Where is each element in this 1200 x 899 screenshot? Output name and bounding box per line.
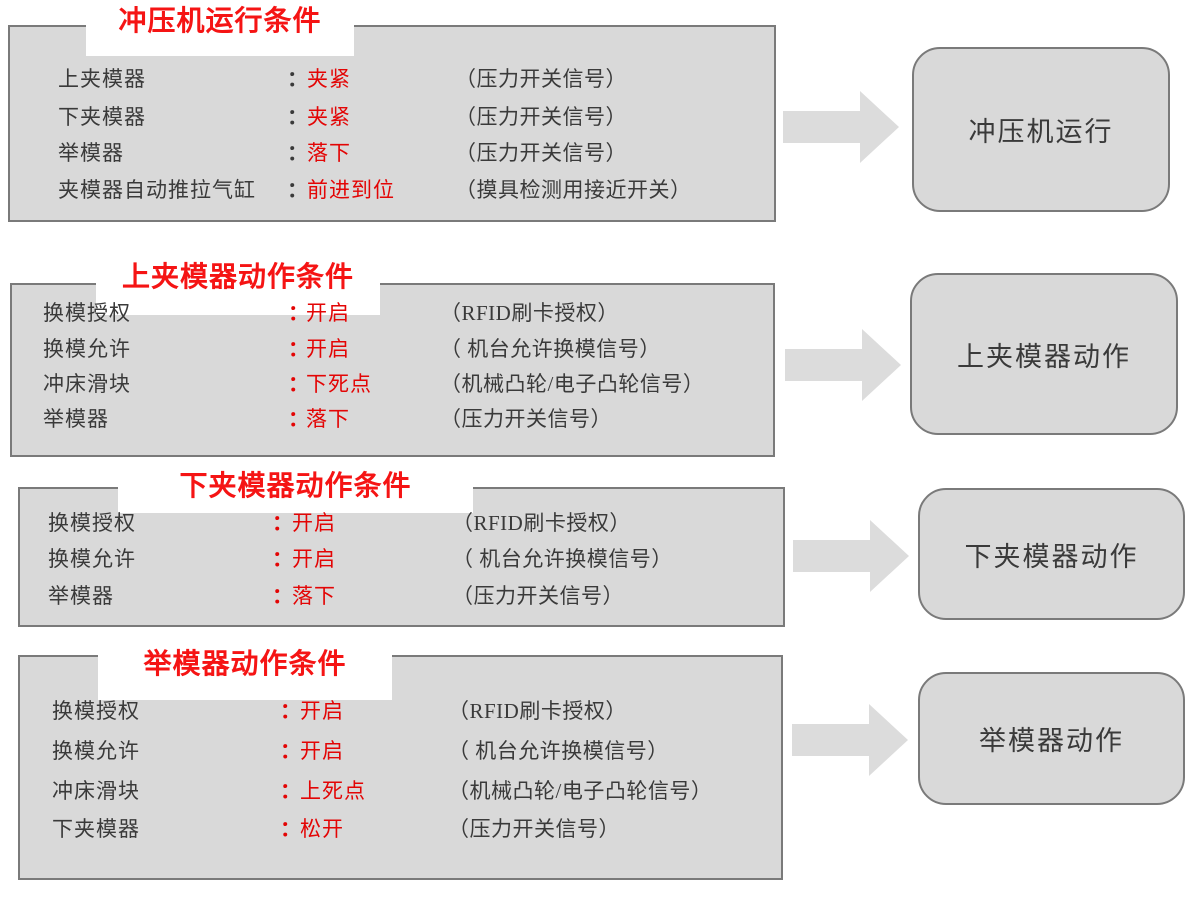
condition-value: 落下: [306, 407, 350, 431]
condition-row: 举模器 ：落下 （压力开关信号）: [8, 138, 776, 168]
condition-row: 举模器 ：落下 （压力开关信号）: [18, 581, 785, 611]
result-label: 下夹模器动作: [964, 541, 1139, 572]
condition-note: （压力开关信号）: [448, 817, 620, 841]
condition-colon: ：: [288, 301, 309, 325]
result-box-4: 举模器动作: [918, 672, 1185, 805]
condition-colon: ：: [272, 584, 293, 608]
condition-row: 上夹模器 ：夹紧 （压力开关信号）: [8, 64, 776, 94]
condition-colon: ：: [280, 699, 301, 723]
condition-colon: ：: [288, 372, 309, 396]
condition-note: （压力开关信号）: [452, 584, 624, 608]
condition-row: 冲床滑块 ：下死点 （机械凸轮/电子凸轮信号）: [10, 369, 775, 399]
condition-row: 换模授权 ：开启 （RFID刷卡授权）: [18, 696, 783, 726]
condition-note: （RFID刷卡授权）: [448, 699, 627, 723]
flow-arrow-icon: [783, 91, 899, 163]
condition-label: 换模允许: [48, 547, 136, 571]
condition-label: 换模允许: [52, 739, 140, 763]
condition-row: 换模允许 ：开启 （ 机台允许换模信号）: [18, 544, 785, 574]
result-label: 上夹模器动作: [957, 341, 1131, 372]
section-title-box-2: 上夹模器动作条件: [96, 258, 380, 315]
condition-label: 下夹模器: [52, 817, 140, 841]
condition-value: 开启: [300, 699, 344, 723]
section-title: 冲压机运行条件: [118, 6, 322, 37]
condition-row: 换模授权 ：开启 （RFID刷卡授权）: [18, 508, 785, 538]
condition-label: 上夹模器: [58, 67, 146, 91]
condition-colon: ：: [272, 511, 293, 535]
result-box-3: 下夹模器动作: [918, 488, 1185, 620]
condition-colon: ：: [288, 407, 309, 431]
condition-colon: ：: [280, 739, 301, 763]
condition-note: （压力开关信号）: [455, 67, 627, 91]
condition-label: 夹模器自动推拉气缸: [58, 178, 256, 202]
condition-label: 下夹模器: [58, 105, 146, 129]
condition-note: （机械凸轮/电子凸轮信号）: [448, 779, 713, 803]
condition-colon: ：: [272, 547, 293, 571]
condition-note: （摸具检测用接近开关）: [455, 178, 692, 202]
condition-row: 下夹模器 ：夹紧 （压力开关信号）: [8, 102, 776, 132]
condition-colon: ：: [287, 67, 308, 91]
condition-label: 冲床滑块: [52, 779, 140, 803]
condition-row: 换模允许 ：开启 （ 机台允许换模信号）: [10, 334, 775, 364]
result-label: 举模器动作: [979, 726, 1124, 756]
section-title: 下夹模器动作条件: [179, 471, 412, 502]
section-title: 上夹模器动作条件: [121, 262, 354, 293]
condition-value: 开启: [306, 337, 350, 361]
condition-value: 开启: [306, 301, 350, 325]
condition-note: （ 机台允许换模信号）: [448, 739, 669, 763]
flow-arrow-icon: [792, 704, 908, 776]
condition-value: 上死点: [300, 779, 366, 803]
condition-colon: ：: [287, 178, 308, 202]
section-title: 举模器动作条件: [143, 649, 347, 680]
condition-note: （压力开关信号）: [440, 407, 612, 431]
condition-value: 夹紧: [307, 105, 351, 129]
condition-value: 开启: [292, 547, 336, 571]
condition-label: 换模允许: [43, 337, 131, 361]
condition-label: 冲床滑块: [43, 372, 131, 396]
condition-row: 下夹模器 ：松开 （压力开关信号）: [18, 814, 783, 844]
condition-value: 下死点: [306, 372, 372, 396]
section-title-box-3: 下夹模器动作条件: [118, 467, 473, 513]
condition-note: （ 机台允许换模信号）: [452, 547, 673, 571]
result-box-1: 冲压机运行: [912, 47, 1170, 212]
condition-colon: ：: [280, 817, 301, 841]
condition-row: 换模授权 ：开启 （RFID刷卡授权）: [10, 298, 775, 328]
condition-note: （ 机台允许换模信号）: [440, 337, 661, 361]
condition-note: （RFID刷卡授权）: [452, 511, 631, 535]
condition-row: 冲床滑块 ：上死点 （机械凸轮/电子凸轮信号）: [18, 776, 783, 806]
flow-arrow-icon: [793, 520, 909, 592]
condition-row: 换模允许 ：开启 （ 机台允许换模信号）: [18, 736, 783, 766]
condition-label: 换模授权: [43, 301, 131, 325]
condition-value: 松开: [300, 817, 344, 841]
result-label: 冲压机运行: [968, 117, 1114, 147]
condition-colon: ：: [287, 105, 308, 129]
condition-note: （RFID刷卡授权）: [440, 301, 619, 325]
section-title-box-4: 举模器动作条件: [98, 645, 392, 700]
condition-colon: ：: [280, 779, 301, 803]
condition-label: 举模器: [43, 407, 109, 431]
condition-note: （压力开关信号）: [455, 105, 627, 129]
condition-note: （机械凸轮/电子凸轮信号）: [440, 372, 705, 396]
condition-value: 夹紧: [307, 67, 351, 91]
condition-label: 换模授权: [48, 511, 136, 535]
condition-row: 举模器 ：落下 （压力开关信号）: [10, 404, 775, 434]
condition-value: 落下: [307, 141, 351, 165]
condition-label: 换模授权: [52, 699, 140, 723]
condition-label: 举模器: [58, 141, 124, 165]
condition-colon: ：: [287, 141, 308, 165]
condition-row: 夹模器自动推拉气缸 ：前进到位 （摸具检测用接近开关）: [8, 175, 776, 205]
condition-value: 开启: [300, 739, 344, 763]
condition-value: 前进到位: [307, 178, 395, 202]
condition-value: 开启: [292, 511, 336, 535]
condition-value: 落下: [292, 584, 336, 608]
condition-label: 举模器: [48, 584, 114, 608]
flow-arrow-icon: [785, 329, 901, 401]
condition-box-1: [8, 25, 776, 222]
condition-note: （压力开关信号）: [455, 141, 627, 165]
result-box-2: 上夹模器动作: [910, 273, 1178, 435]
condition-colon: ：: [288, 337, 309, 361]
section-title-box-1: 冲压机运行条件: [86, 2, 354, 56]
